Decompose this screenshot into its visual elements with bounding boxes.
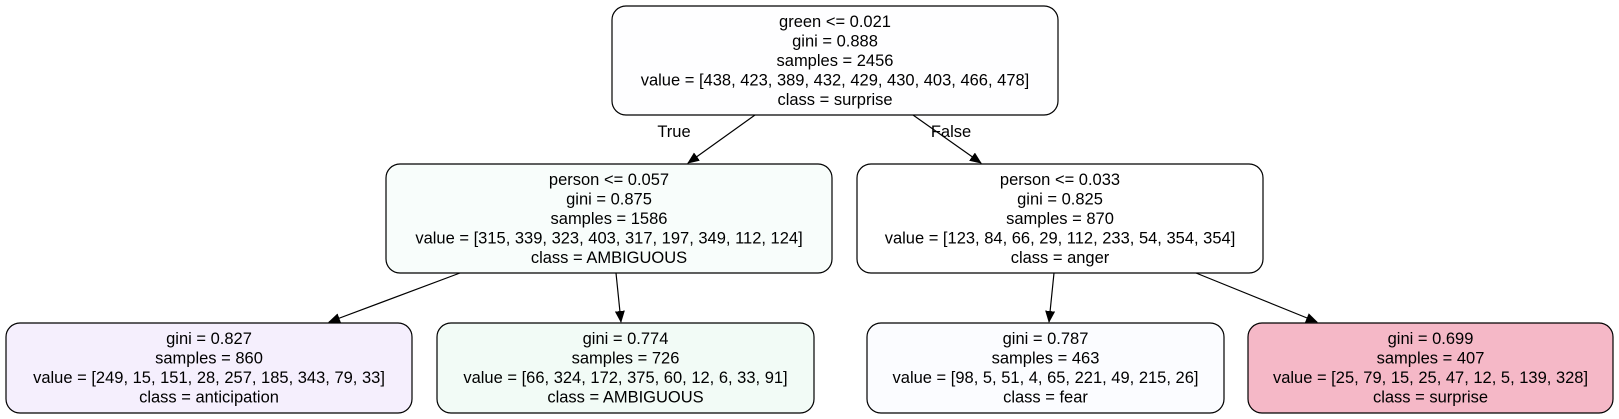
- node-line: value = [315, 339, 323, 403, 317, 197, 3…: [415, 229, 802, 247]
- node-line: gini = 0.875: [566, 190, 652, 208]
- node-line: value = [249, 15, 151, 28, 257, 185, 343…: [33, 369, 385, 387]
- edge-right-to-leaf-rl: [1045, 272, 1056, 323]
- node-line: class = surprise: [1373, 389, 1488, 407]
- node-line: person <= 0.057: [549, 171, 669, 189]
- node-line: value = [25, 79, 15, 25, 47, 12, 5, 139,…: [1273, 369, 1588, 387]
- node-line: gini = 0.825: [1017, 190, 1103, 208]
- node-line: samples = 2456: [777, 52, 894, 70]
- node-box: [436, 322, 815, 414]
- node-box: [856, 163, 1264, 274]
- node-line: samples = 860: [155, 350, 263, 368]
- node-box: [5, 322, 413, 414]
- node-line: samples = 726: [572, 350, 680, 368]
- edges-layer: True False: [328, 114, 1318, 323]
- node-line: value = [438, 423, 389, 432, 429, 430, 4…: [641, 71, 1030, 89]
- node-box: [611, 5, 1059, 116]
- node-line: class = anger: [1011, 249, 1110, 267]
- node-line: value = [98, 5, 51, 4, 65, 221, 49, 215,…: [893, 369, 1199, 387]
- node-line: gini = 0.774: [583, 330, 669, 348]
- edge-root-to-right: [912, 114, 982, 164]
- node-line: gini = 0.888: [792, 32, 878, 50]
- edge-left-to-leaf-ll: [328, 272, 461, 323]
- edge-right-to-leaf-rr: [1195, 272, 1318, 323]
- node-line: gini = 0.787: [1003, 330, 1089, 348]
- node-line: gini = 0.699: [1388, 330, 1474, 348]
- node-line: samples = 870: [1006, 210, 1114, 228]
- node-line: class = surprise: [777, 91, 892, 109]
- node-line: value = [123, 84, 66, 29, 112, 233, 54, …: [885, 229, 1236, 247]
- node-line: samples = 1586: [551, 210, 668, 228]
- node-line: samples = 407: [1377, 350, 1485, 368]
- node-line: gini = 0.827: [166, 330, 252, 348]
- node-box: [385, 163, 833, 274]
- node-line: class = fear: [1003, 389, 1088, 407]
- node-line: class = anticipation: [139, 389, 279, 407]
- edge-label-false: False: [931, 123, 971, 141]
- node-line: class = AMBIGUOUS: [547, 389, 703, 407]
- edge-left-to-leaf-lr: [614, 272, 625, 323]
- edge-root-to-left: [687, 114, 756, 164]
- node-line: person <= 0.033: [1000, 171, 1120, 189]
- node-box: [1247, 322, 1614, 414]
- node-line: value = [66, 324, 172, 375, 60, 12, 6, 3…: [463, 369, 787, 387]
- node-line: samples = 463: [992, 350, 1100, 368]
- node-line: class = AMBIGUOUS: [531, 249, 687, 267]
- node-line: green <= 0.021: [779, 13, 891, 31]
- edge-label-true: True: [657, 123, 690, 141]
- node-box: [866, 322, 1225, 414]
